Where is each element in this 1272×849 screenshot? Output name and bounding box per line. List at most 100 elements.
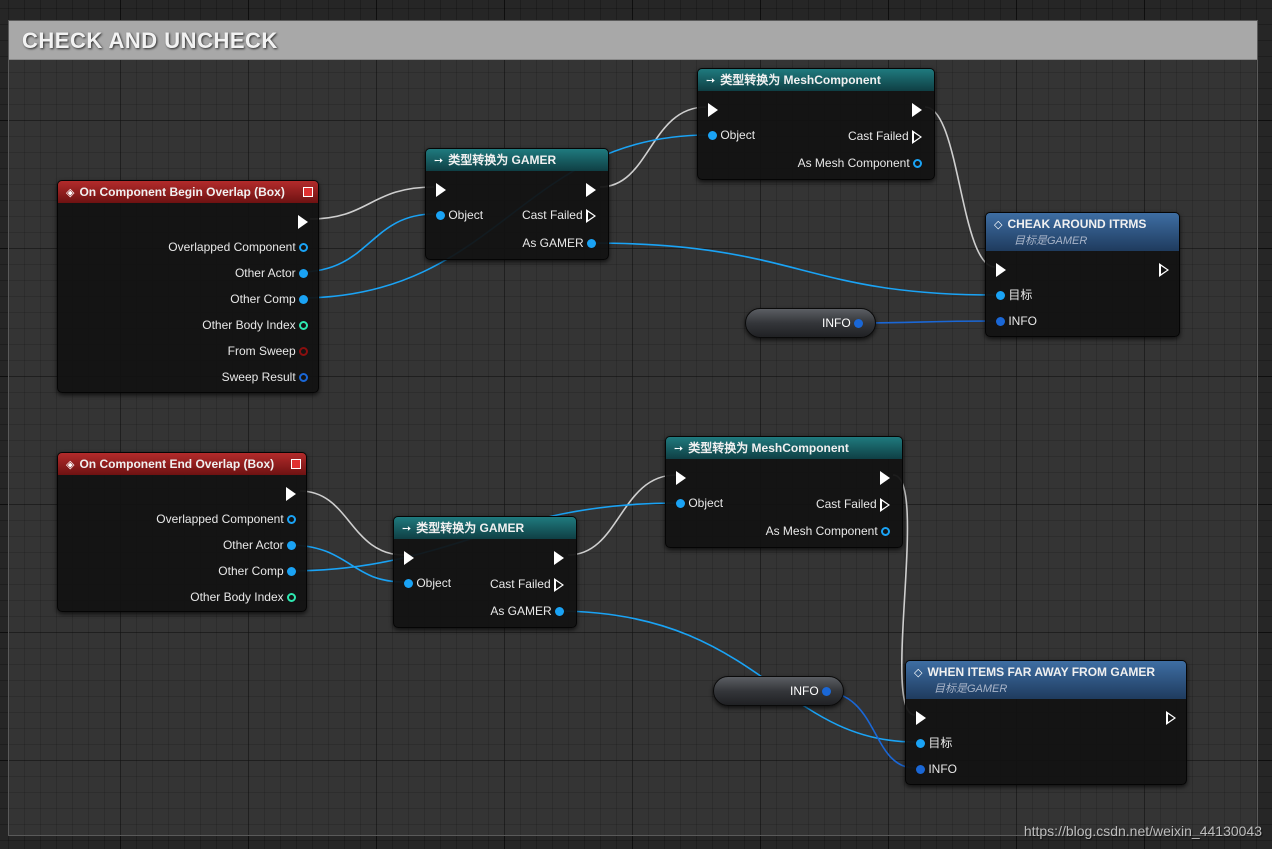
pin-row[interactable]: Other Comp — [230, 289, 308, 309]
exec-out-pin[interactable] — [880, 497, 890, 512]
exec-in-pin[interactable] — [996, 262, 1006, 277]
cast-mesh-header[interactable]: ➙类型转换为 MeshComponent — [666, 437, 902, 459]
cast-failed-row[interactable]: Cast Failed — [522, 205, 596, 225]
exec-out-row[interactable] — [1159, 259, 1169, 279]
cast-mesh-node[interactable]: ➙类型转换为 MeshComponent Object Cast Failed … — [697, 68, 935, 180]
exec-in-row[interactable] — [708, 99, 718, 119]
exec-in-row[interactable] — [404, 547, 414, 567]
cast-failed-row[interactable]: Cast Failed — [816, 494, 890, 514]
object-pin[interactable] — [287, 515, 296, 525]
object-pin[interactable] — [587, 239, 596, 249]
int-pin[interactable] — [287, 593, 296, 603]
object-pin[interactable] — [913, 159, 922, 169]
as-out-row[interactable]: As GAMER — [490, 601, 564, 621]
object-row[interactable]: Object — [436, 205, 483, 225]
object-pin[interactable] — [436, 211, 445, 221]
exec-out-pin[interactable] — [880, 470, 890, 485]
as-out-row[interactable]: As GAMER — [522, 233, 596, 253]
end-overlap-header[interactable]: ◈On Component End Overlap (Box) — [58, 453, 306, 475]
cast-gamer-node[interactable]: ➙类型转换为 GAMER Object Cast Failed As GAMER — [425, 148, 609, 260]
exec-out-row[interactable] — [1166, 707, 1176, 727]
object-pin[interactable] — [299, 243, 308, 253]
exec-in-pin[interactable] — [436, 182, 446, 197]
object-row[interactable]: Object — [708, 125, 755, 145]
exec-out-pin[interactable] — [298, 214, 308, 229]
exec-out-row[interactable] — [298, 211, 308, 231]
struct-pin[interactable] — [822, 687, 831, 696]
pin-row[interactable]: Sweep Result — [222, 367, 308, 387]
exec-out-pin[interactable] — [554, 550, 564, 565]
object-pin[interactable] — [996, 291, 1005, 301]
target-row[interactable]: 目标 — [996, 285, 1032, 305]
pin-row[interactable]: Other Comp — [218, 561, 296, 581]
info-row[interactable]: INFO — [996, 311, 1037, 331]
pin-row[interactable]: Other Body Index — [190, 587, 296, 607]
exec-out-pin[interactable] — [586, 208, 596, 223]
exec-out-row[interactable] — [880, 467, 890, 487]
exec-in-pin[interactable] — [676, 470, 686, 485]
cast-mesh-header[interactable]: ➙类型转换为 MeshComponent — [698, 69, 934, 91]
exec-in-row[interactable] — [996, 259, 1006, 279]
exec-out-row[interactable] — [286, 483, 296, 503]
cast-failed-row[interactable]: Cast Failed — [490, 574, 564, 594]
object-row[interactable]: Object — [676, 493, 723, 513]
object-pin[interactable] — [916, 739, 925, 749]
object-pin[interactable] — [404, 579, 413, 589]
object-pin[interactable] — [708, 131, 717, 141]
exec-out-pin[interactable] — [554, 577, 564, 592]
exec-in-pin[interactable] — [404, 550, 414, 565]
target-row[interactable]: 目标 — [916, 733, 952, 753]
struct-pin[interactable] — [916, 765, 925, 775]
pin-row[interactable]: Other Body Index — [202, 315, 308, 335]
exec-out-pin[interactable] — [1166, 710, 1176, 725]
object-pin[interactable] — [555, 607, 564, 617]
pin-row[interactable]: Other Actor — [223, 535, 296, 555]
exec-in-row[interactable] — [916, 707, 926, 727]
begin-overlap-header[interactable]: ◈On Component Begin Overlap (Box) — [58, 181, 318, 203]
pin-row[interactable]: Other Actor — [235, 263, 308, 283]
exec-out-pin[interactable] — [912, 129, 922, 144]
cast-failed-row[interactable]: Cast Failed — [848, 126, 922, 146]
cast-gamer-header[interactable]: ➙类型转换为 GAMER — [426, 149, 608, 171]
cast-mesh-node[interactable]: ➙类型转换为 MeshComponent Object Cast Failed … — [665, 436, 903, 548]
object-pin[interactable] — [287, 541, 296, 551]
object-row[interactable]: Object — [404, 573, 451, 593]
info-variable-node[interactable]: INFO — [713, 676, 844, 706]
exec-in-pin[interactable] — [708, 102, 718, 117]
struct-pin[interactable] — [854, 319, 863, 328]
pin-row[interactable]: Overlapped Component — [156, 509, 296, 529]
struct-pin[interactable] — [299, 373, 308, 383]
delegate-pin[interactable] — [303, 187, 313, 197]
exec-out-pin[interactable] — [286, 486, 296, 501]
exec-out-row[interactable] — [586, 179, 596, 199]
info-variable-node[interactable]: INFO — [745, 308, 876, 338]
object-pin[interactable] — [676, 499, 685, 509]
exec-out-pin[interactable] — [586, 182, 596, 197]
object-pin[interactable] — [287, 567, 296, 577]
begin-overlap-node[interactable]: ◈On Component Begin Overlap (Box) Overla… — [57, 180, 319, 393]
struct-pin[interactable] — [996, 317, 1005, 327]
object-pin[interactable] — [881, 527, 890, 537]
end-overlap-node[interactable]: ◈On Component End Overlap (Box) Overlapp… — [57, 452, 307, 612]
object-pin[interactable] — [299, 295, 308, 305]
exec-in-row[interactable] — [676, 467, 686, 487]
exec-out-pin[interactable] — [1159, 262, 1169, 277]
comment-title[interactable]: CHECK AND UNCHECK — [9, 21, 1257, 60]
bool-pin[interactable] — [299, 347, 308, 357]
cheak-around-header[interactable]: ◇CHEAK AROUND ITRMS 目标是GAMER — [986, 213, 1179, 251]
exec-out-pin[interactable] — [912, 102, 922, 117]
as-out-row[interactable]: As Mesh Component — [766, 521, 890, 541]
exec-out-row[interactable] — [554, 547, 564, 567]
info-row[interactable]: INFO — [916, 759, 957, 779]
as-out-row[interactable]: As Mesh Component — [798, 153, 922, 173]
cast-gamer-node[interactable]: ➙类型转换为 GAMER Object Cast Failed As GAMER — [393, 516, 577, 628]
pin-row[interactable]: From Sweep — [228, 341, 308, 361]
delegate-pin[interactable] — [291, 459, 301, 469]
exec-in-pin[interactable] — [916, 710, 926, 725]
cheak-around-node[interactable]: ◇CHEAK AROUND ITRMS 目标是GAMER 目标 INFO — [985, 212, 1180, 337]
when-far-node[interactable]: ◇WHEN ITEMS FAR AWAY FROM GAMER 目标是GAMER… — [905, 660, 1187, 785]
int-pin[interactable] — [299, 321, 308, 331]
object-pin[interactable] — [299, 269, 308, 279]
pin-row[interactable]: Overlapped Component — [168, 237, 308, 257]
exec-in-row[interactable] — [436, 179, 446, 199]
